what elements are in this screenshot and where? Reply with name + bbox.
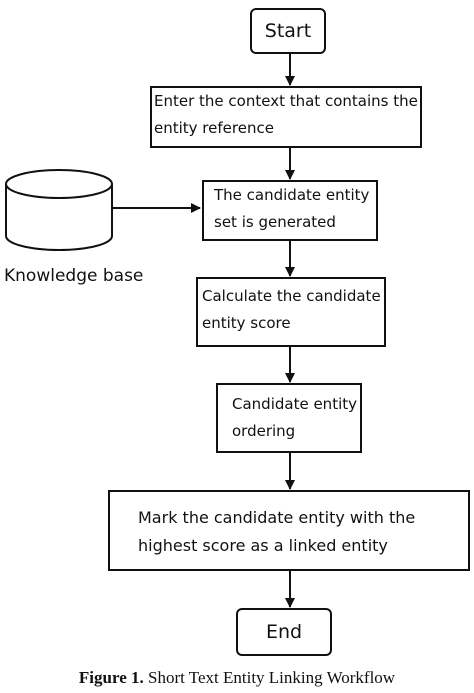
- figure-caption-text: Short Text Entity Linking Workflow: [148, 668, 396, 687]
- enter-context-line-2: entity reference: [154, 119, 274, 137]
- knowledge-base-label: Knowledge base: [4, 266, 144, 286]
- calculate-score-step: Calculate the candidate entity score: [196, 277, 386, 347]
- knowledge-base-cylinder-icon: [5, 169, 113, 251]
- candidate-set-step: The candidate entity set is generated: [202, 180, 378, 241]
- mark-entity-line-1: Mark the candidate entity with the: [138, 508, 416, 527]
- ordering-line-1: Candidate entity: [232, 395, 357, 413]
- calculate-score-line-1: Calculate the candidate: [202, 287, 381, 305]
- end-label: End: [265, 620, 303, 643]
- figure-caption: Figure 1. Short Text Entity Linking Work…: [0, 668, 474, 688]
- ordering-line-2: ordering: [232, 422, 296, 440]
- figure-caption-prefix: Figure 1.: [78, 668, 144, 687]
- start-label: Start: [264, 19, 312, 42]
- calculate-score-line-2: entity score: [202, 314, 291, 332]
- end-node: End: [236, 608, 332, 656]
- mark-entity-line-2: highest score as a linked entity: [138, 536, 388, 555]
- candidate-set-line-2: set is generated: [214, 213, 336, 231]
- enter-context-step: Enter the context that contains the enti…: [150, 86, 422, 148]
- enter-context-line-1: Enter the context that contains the: [154, 92, 418, 110]
- ordering-step: Candidate entity ordering: [216, 383, 362, 453]
- candidate-set-line-1: The candidate entity: [214, 186, 370, 204]
- mark-entity-step: Mark the candidate entity with the highe…: [108, 490, 470, 571]
- start-node: Start: [250, 8, 326, 54]
